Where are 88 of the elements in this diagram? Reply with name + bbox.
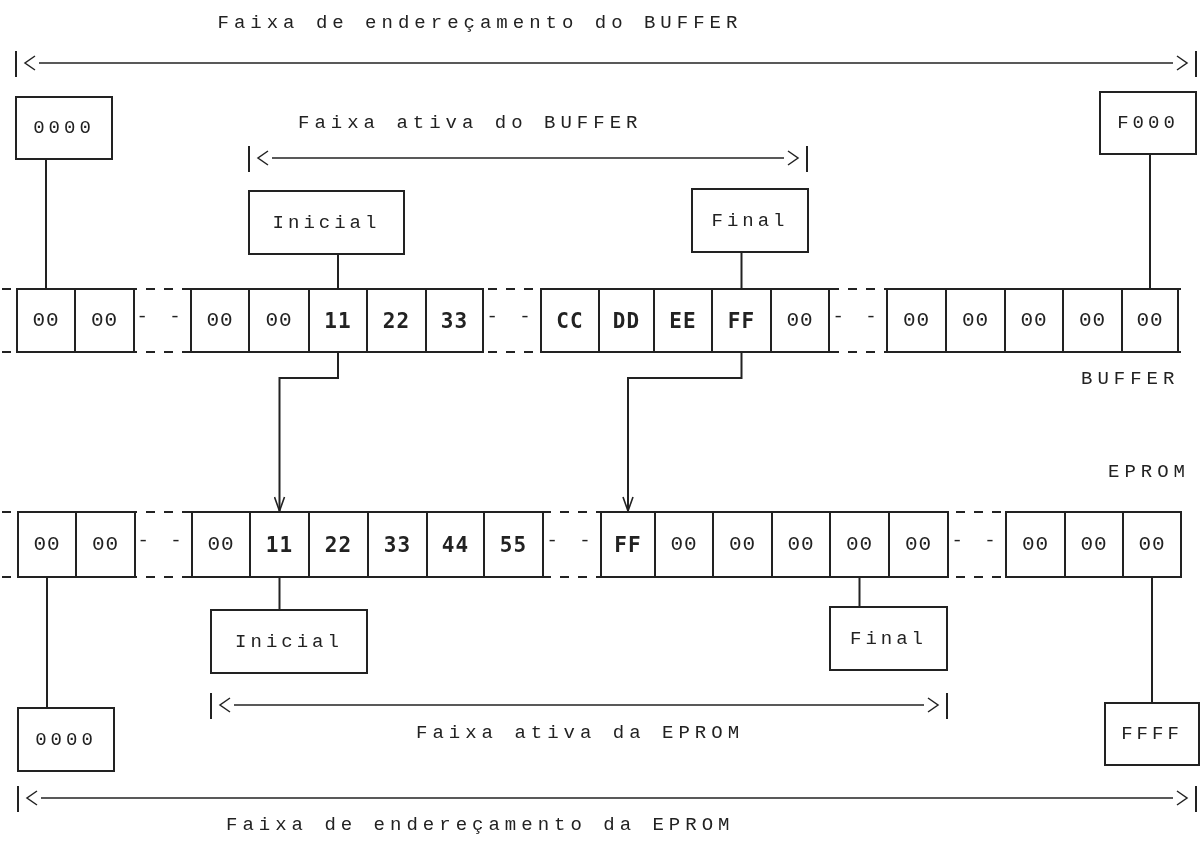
hex-value: 00 [33,533,61,556]
label-box [210,609,368,674]
memory-cell [17,511,77,578]
address-text: Inicial [272,211,381,234]
connector-line [45,159,47,289]
hex-value: 00 [1021,533,1050,556]
hex-value: EE [669,308,697,333]
hex-value: 00 [90,309,119,332]
connector-line [337,254,339,289]
memory-cell [712,511,773,578]
address-text: Inicial [235,630,343,653]
hex-value: 22 [382,308,411,333]
gap-dashes: - - [486,306,536,328]
hex-value: 00 [91,533,120,556]
label-box [829,606,948,671]
connector-line [740,252,743,289]
hex-value: 00 [670,533,698,556]
hex-value: 00 [207,533,235,556]
row-label: BUFFER [1081,368,1180,390]
address-text: Final [711,209,789,232]
memory-cell [711,288,772,353]
hex-value: 11 [265,532,294,557]
hex-value: 33 [383,532,412,557]
hex-value: 00 [961,309,990,332]
hex-value: 00 [786,309,814,332]
label-box [248,190,405,255]
arrow [622,352,743,512]
hex-value: 55 [499,532,528,557]
memory-cell [191,511,251,578]
hex-value: 00 [1078,309,1107,332]
hex-value: 00 [206,309,234,332]
connector-line [1151,577,1153,703]
address-text: F000 [1117,112,1179,134]
connector-line [278,577,281,610]
gap-dashes: - - [137,530,187,552]
label-box [1104,702,1200,766]
gap-dashes: - - [136,306,186,328]
memory-cell [426,511,485,578]
connector-line [858,577,861,607]
hex-value: 00 [1080,533,1108,556]
hex-value: 00 [1138,533,1166,556]
range-label: Faixa ativa da EPROM [416,722,745,744]
hex-value: DD [612,308,641,333]
memory-cell [16,288,76,353]
hex-value: 00 [904,533,933,556]
hex-value: 00 [845,533,874,556]
row-label: EPROM [1108,461,1190,483]
label-box [17,707,115,772]
label-box [15,96,113,160]
hex-value: 00 [787,533,815,556]
hex-value: 22 [324,532,353,557]
hex-value: CC [556,308,584,333]
memory-cell [1004,288,1064,353]
range-label: Faixa de endereçamento do BUFFER [217,12,743,34]
label-box [1099,91,1197,155]
memory-cell [771,511,831,578]
memory-cell [248,288,310,353]
connector-line [1149,154,1151,289]
memory-cell [770,288,830,353]
address-text: 0000 [33,117,95,139]
address-text: FFFF [1121,723,1183,745]
connector-line [46,577,48,708]
gap-dashes: - - [832,306,882,328]
hex-value: FF [614,532,642,557]
hex-value: 00 [32,309,60,332]
memory-cell [425,288,484,353]
gap-dashes: - - [546,530,596,552]
arrow [273,352,339,512]
hex-value: 00 [1136,309,1164,332]
range-label: Faixa ativa do BUFFER [298,112,643,134]
hex-value: FF [727,308,756,333]
memory-cell [945,288,1006,353]
hex-value: 33 [440,308,469,333]
range-label: Faixa de endereçamento da EPROM [226,814,735,836]
address-text: Final [850,627,927,650]
label-box [691,188,809,253]
hex-value: 00 [1020,309,1048,332]
memory-cell [249,511,310,578]
hex-value: 00 [728,533,757,556]
hex-value: 00 [265,309,293,332]
memory-cell [483,511,544,578]
memory-cell [190,288,250,353]
hex-value: 44 [441,532,470,557]
hex-value: 11 [324,308,352,333]
gap-dashes: - - [951,530,1001,552]
memory-cell [1005,511,1066,578]
address-text: 0000 [35,728,97,751]
hex-value: 00 [902,309,931,332]
